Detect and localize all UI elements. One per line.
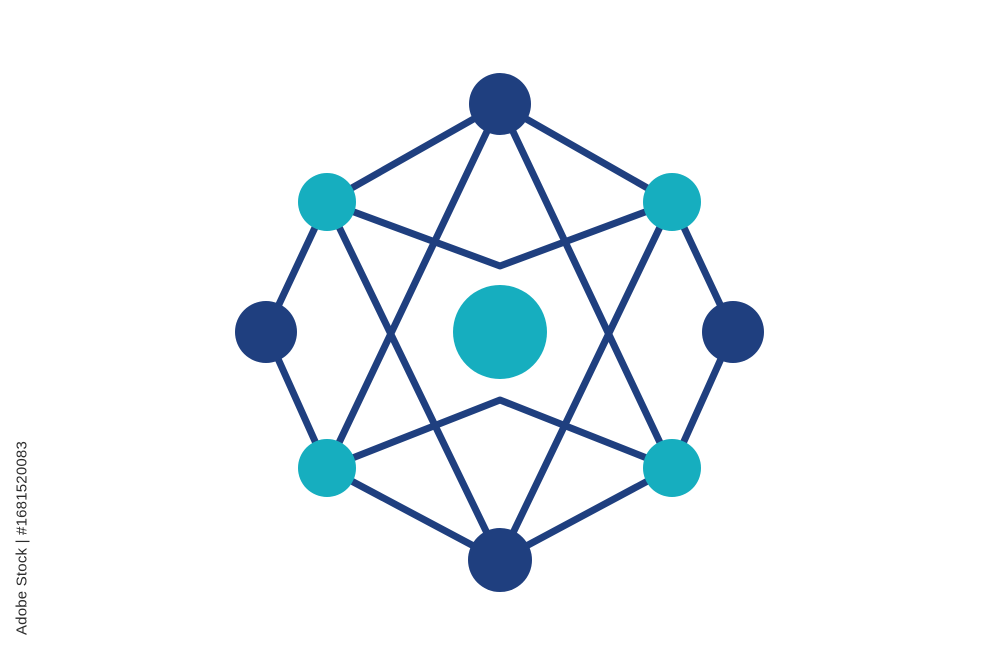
node-center	[453, 285, 547, 379]
edge-upper-chevron	[323, 198, 676, 270]
network-edges	[262, 100, 737, 564]
edge-bottom-left-diagonal	[323, 198, 504, 564]
edge-top-left-diagonal	[323, 100, 504, 472]
node-right	[702, 301, 764, 363]
node-upper-left	[298, 173, 356, 231]
edge-lower-chevron	[323, 396, 676, 472]
node-top	[469, 73, 531, 135]
node-upper-right	[643, 173, 701, 231]
network-nodes	[235, 73, 764, 592]
edge-top-right-diagonal	[496, 100, 676, 472]
edge-bottom-right-diagonal	[496, 198, 676, 564]
node-lower-right	[643, 439, 701, 497]
node-lower-left	[298, 439, 356, 497]
node-bottom	[468, 528, 532, 592]
node-left	[235, 301, 297, 363]
